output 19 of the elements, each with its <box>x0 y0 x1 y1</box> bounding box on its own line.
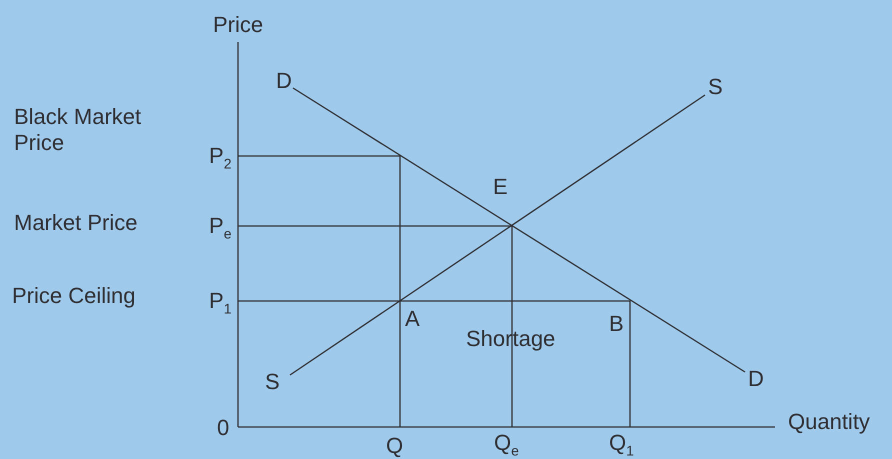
tick-label: Q$_{1}$ <box>609 430 634 459</box>
tick-label: P$_{e}$ <box>209 213 232 244</box>
tick-label: P$_{2}$ <box>209 143 232 174</box>
axis-tick-label: 0 <box>217 415 230 441</box>
curve-label: D <box>748 366 764 392</box>
axis-title: Price <box>213 12 264 38</box>
curve-label: S <box>708 74 723 100</box>
curve-label: S <box>265 369 280 395</box>
point-label: E <box>493 174 508 200</box>
point-label: A <box>405 306 420 332</box>
price-label: Black Market Price <box>14 104 142 156</box>
curve-label: D <box>276 68 292 94</box>
tick-label: P$_{1}$ <box>209 288 232 318</box>
tick-label: Q$_{e}$ <box>494 430 519 459</box>
tick-label: Q <box>386 433 404 459</box>
price-label: Price Ceiling <box>12 283 136 309</box>
point-label: B <box>609 311 624 337</box>
price-label: Market Price <box>14 210 138 236</box>
axis-title: Quantity <box>788 409 870 435</box>
